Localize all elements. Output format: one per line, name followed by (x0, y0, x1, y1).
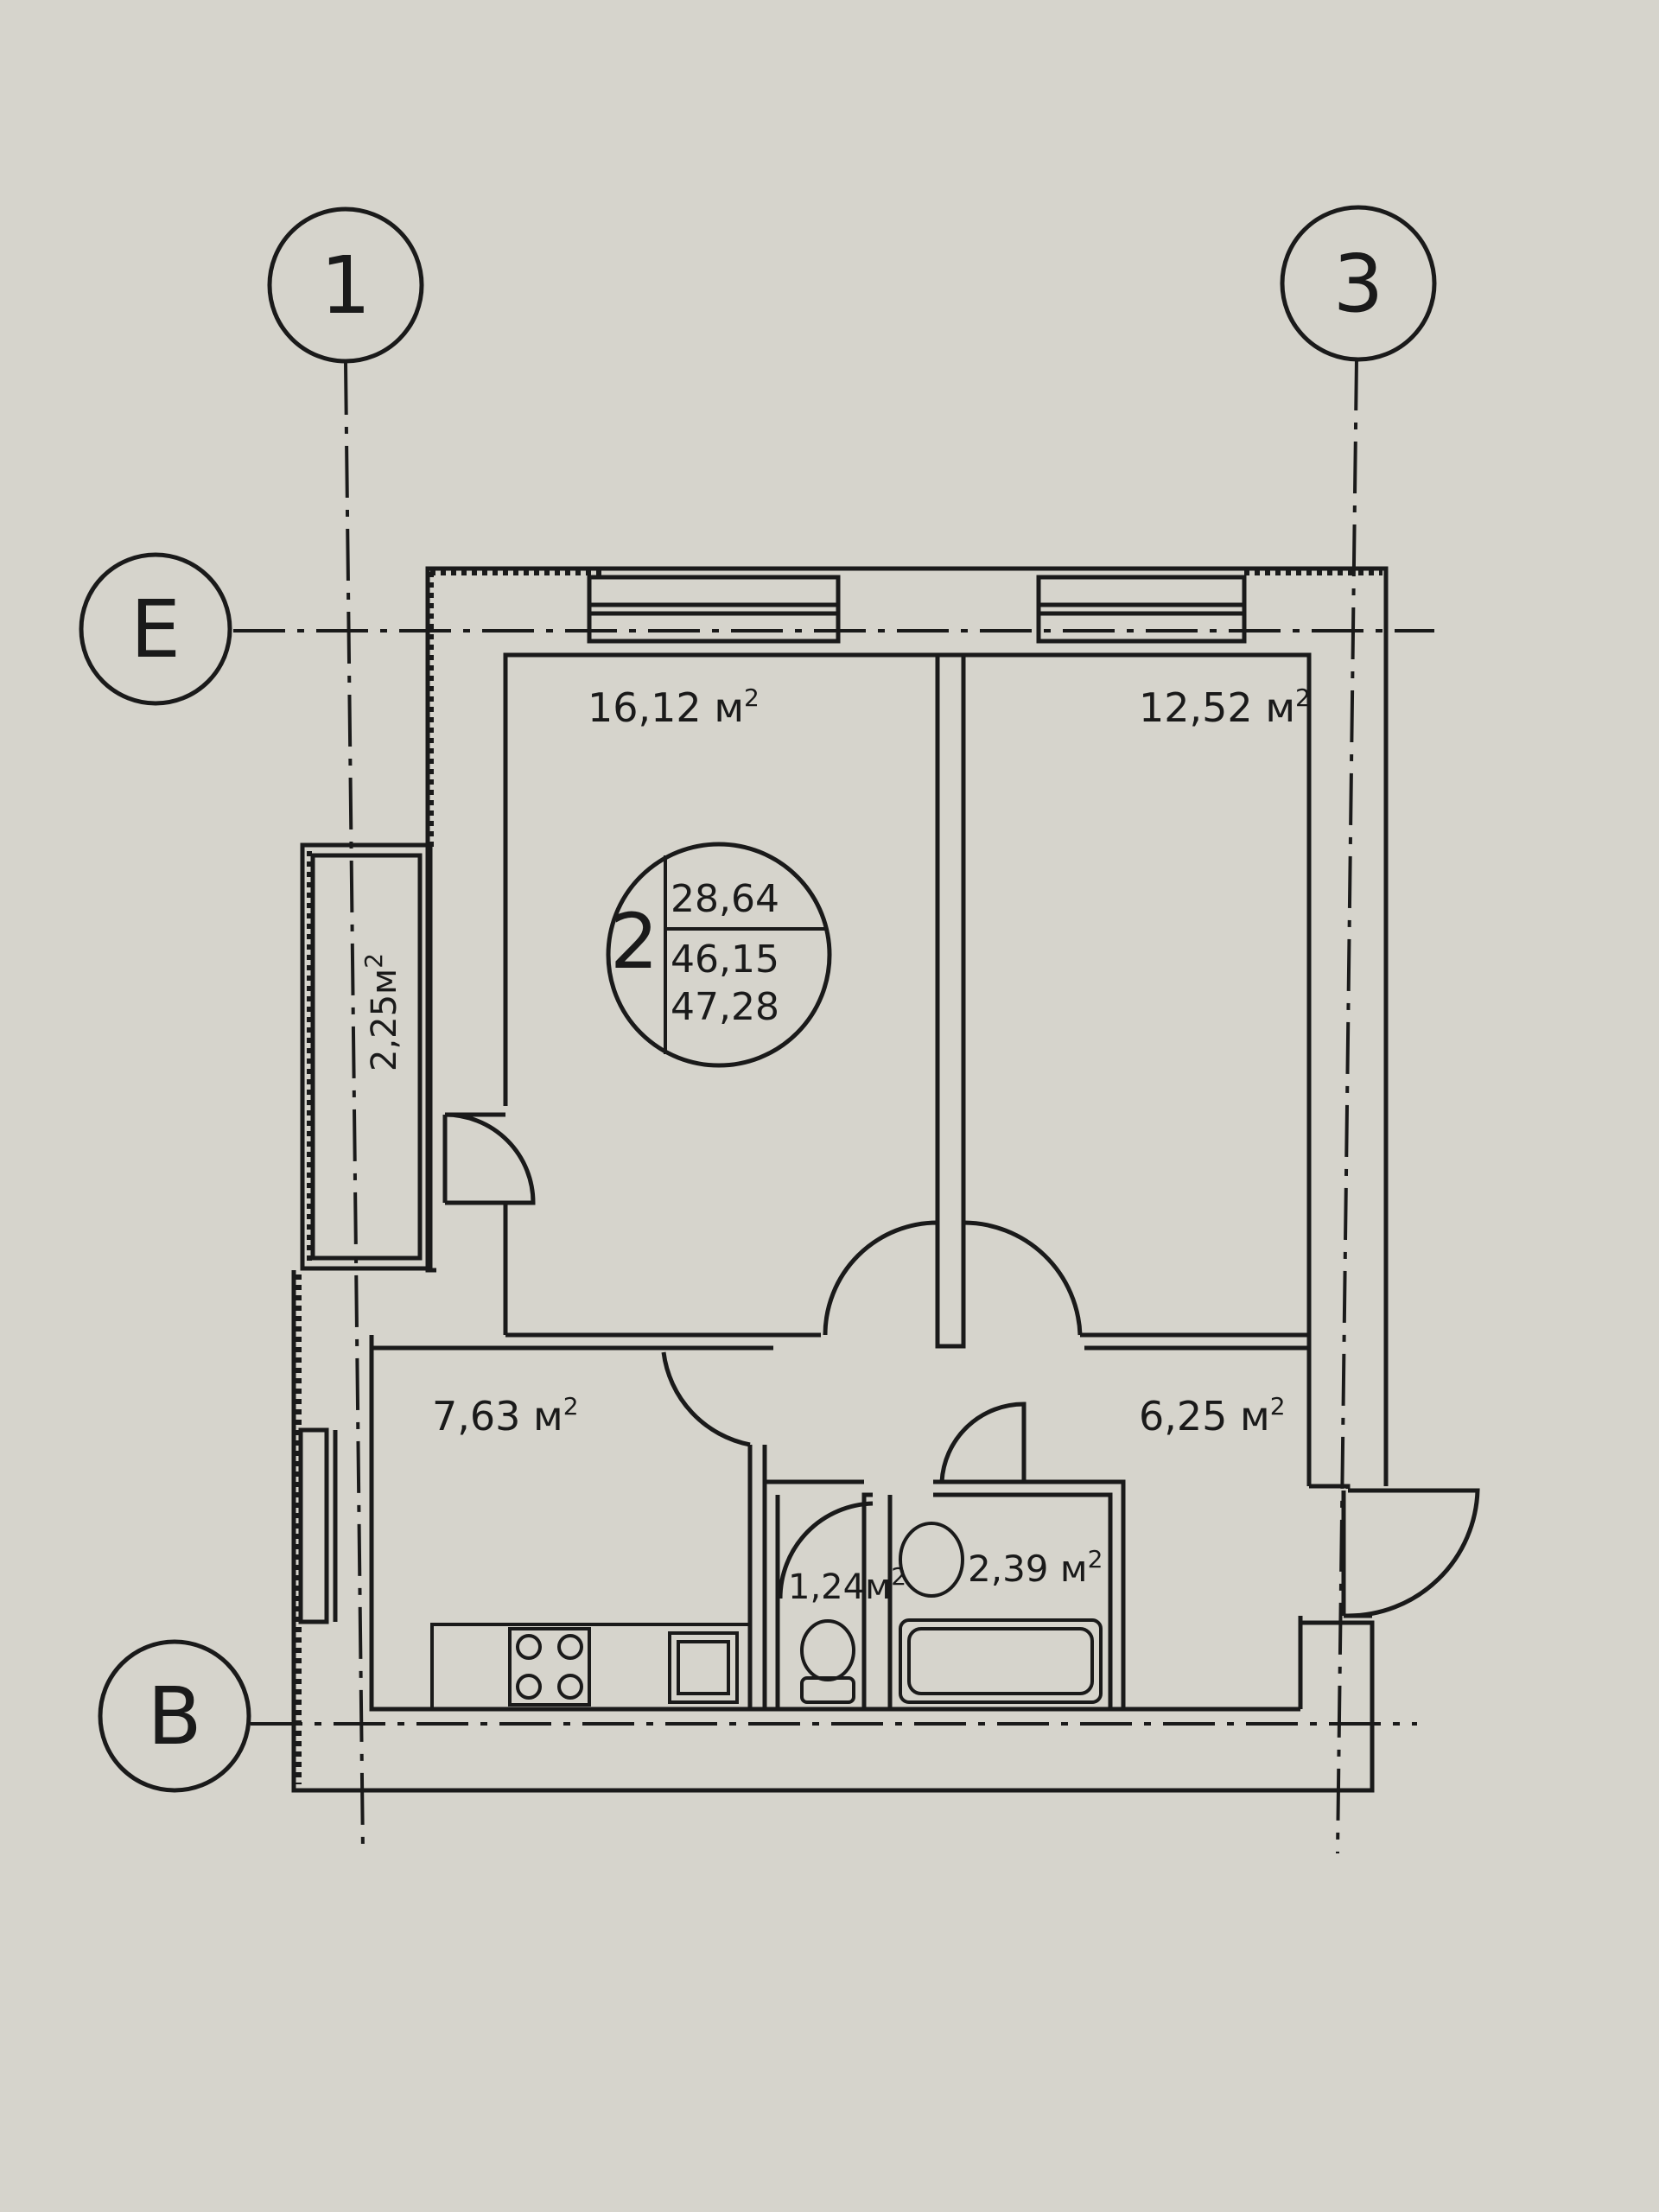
area-room-1: 16,12 м2 (588, 683, 760, 731)
partition-center (935, 652, 966, 1349)
axis-bubble-1: 1 (267, 207, 424, 364)
area-wc: 1,24м2 (788, 1562, 906, 1607)
window-right (1036, 575, 1247, 644)
axis-line-1 (344, 362, 365, 1854)
axis-label-e: E (130, 583, 181, 676)
toilet-icon (800, 1619, 855, 1681)
wall-top-inner (503, 652, 1312, 1486)
bathtub (899, 1618, 1103, 1704)
doors (442, 1112, 1480, 1618)
tag-total-with-balcony: 47,28 (671, 985, 779, 1029)
partitions (369, 652, 1309, 1709)
axis-bubble-b: B (98, 1639, 251, 1793)
axis-bubble-3: 3 (1280, 205, 1437, 362)
tag-rooms-count: 2 (610, 897, 658, 986)
area-bath: 2,39 м2 (968, 1545, 1103, 1590)
door-room-1 (823, 1220, 940, 1336)
door-bath (939, 1402, 1027, 1483)
axis-label-1: 1 (321, 239, 372, 332)
axis-line-3 (1336, 358, 1358, 1854)
area-room-2: 12,52 м2 (1139, 683, 1311, 731)
tag-total-area: 46,15 (671, 938, 779, 982)
apartment-tag: 2 28,64 46,15 47,28 (606, 842, 832, 1068)
door-balcony (442, 1112, 536, 1205)
axis-label-b: B (147, 1670, 201, 1763)
stove (508, 1627, 591, 1707)
door-wc (778, 1501, 874, 1599)
washbasin-icon (899, 1522, 964, 1598)
window-left (587, 575, 841, 644)
room-labels: 16,12 м2 12,52 м2 7,63 м2 6,25 м2 1,24м2… (359, 683, 1311, 1607)
window-kitchen (298, 1427, 329, 1624)
kitchen-counter (430, 1623, 752, 1711)
walls (291, 566, 1389, 1793)
kitchen-sink (668, 1631, 739, 1704)
axis-lines (233, 358, 1434, 1854)
door-entry (1347, 1488, 1480, 1618)
fixtures (430, 1522, 1103, 1711)
balcony-outline (300, 842, 433, 1271)
door-kitchen (661, 1351, 751, 1447)
tag-living-area: 28,64 (671, 877, 779, 921)
area-kitchen: 7,63 м2 (432, 1392, 579, 1440)
area-balcony: 2,25м2 (359, 953, 404, 1071)
axis-label-3: 3 (1333, 238, 1384, 330)
axis-bubble-e: E (79, 552, 232, 706)
wall-left-lower (291, 1270, 1375, 1793)
door-room-2 (963, 1220, 1083, 1336)
area-hall: 6,25 м2 (1139, 1392, 1286, 1440)
